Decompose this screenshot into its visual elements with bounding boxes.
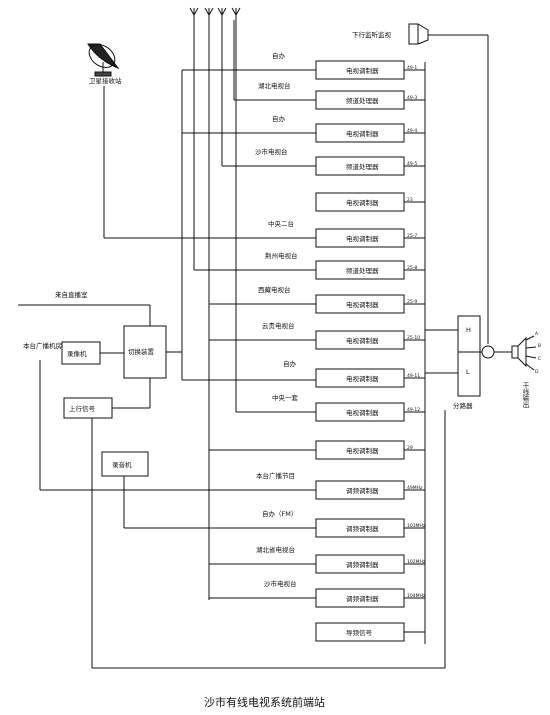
splitter-l: L bbox=[466, 368, 470, 376]
live-label: 来自直播室 bbox=[55, 290, 88, 299]
channel-number: 49-5 bbox=[407, 161, 417, 167]
channel-source-label: 自办 bbox=[272, 114, 286, 123]
channel-number: 49-1 bbox=[407, 65, 417, 71]
satellite-dish-icon bbox=[87, 43, 120, 77]
channel-box-label: 电视调制器 bbox=[346, 66, 379, 75]
trunk-port-d: D bbox=[535, 369, 539, 375]
channel-number: 29 bbox=[407, 445, 413, 451]
channel-box-label: 电视调制器 bbox=[346, 198, 379, 207]
trunk-port-b: B bbox=[538, 343, 541, 349]
channel-box-label: 导频信号 bbox=[346, 628, 373, 637]
splitter-box bbox=[457, 315, 481, 397]
tape-recorder-box bbox=[101, 451, 149, 477]
channel-number: 25-7 bbox=[407, 233, 417, 239]
channel-source-label: 湖北电视台 bbox=[258, 81, 291, 90]
channel-source-label: 自办 bbox=[272, 51, 286, 60]
monitor-label: 下行监听监视 bbox=[352, 30, 392, 39]
switcher-label: 切换装置 bbox=[128, 347, 155, 356]
output-amplifier-icon bbox=[481, 345, 495, 359]
channel-source-label: 沙市电视台 bbox=[255, 147, 288, 156]
channel-source-label: 自办 bbox=[283, 359, 297, 368]
channel-source-label: 沙市电视台 bbox=[264, 579, 297, 588]
recorder-label: 录像机 bbox=[67, 349, 87, 358]
channel-source-label: 自办（FM） bbox=[262, 509, 297, 518]
channel-number: 23 bbox=[407, 197, 413, 203]
channel-number: 25-9 bbox=[407, 299, 417, 305]
channel-box-label: 电视调制器 bbox=[346, 336, 379, 345]
channel-box-label: 电视调制器 bbox=[346, 129, 379, 138]
uplink-label: 上行信号 bbox=[69, 404, 96, 413]
channel-number: 104MHz bbox=[407, 593, 426, 599]
channel-box-label: 调频调制器 bbox=[346, 594, 379, 603]
channel-number: 25-10 bbox=[407, 335, 420, 341]
channel-box-label: 频道处理器 bbox=[346, 96, 379, 105]
trunk-speaker-icon bbox=[511, 335, 537, 371]
channel-number: 103MHz bbox=[407, 523, 426, 529]
tape-recorder-label: 录音机 bbox=[112, 460, 132, 469]
channel-box-label: 电视调制器 bbox=[346, 374, 379, 383]
channel-box-label: 调频调制器 bbox=[346, 486, 379, 495]
satellite-label: 卫星接收站 bbox=[89, 76, 122, 85]
channel-source-label: 中央一套 bbox=[272, 393, 299, 402]
page-title: 沙市有线电视系统前端站 bbox=[204, 695, 325, 709]
channel-box-label: 调频调制器 bbox=[346, 524, 379, 533]
channel-number: 49-4 bbox=[407, 128, 417, 134]
channel-box-label: 频道处理器 bbox=[346, 266, 379, 275]
channel-box-label: 调频调制器 bbox=[346, 560, 379, 569]
channel-number: 102MHz bbox=[407, 559, 426, 565]
switcher-box bbox=[123, 325, 167, 379]
channel-number: 49MHz bbox=[407, 485, 423, 491]
channel-box-label: 电视调制器 bbox=[346, 300, 379, 309]
monitor-speaker-icon bbox=[408, 23, 489, 344]
trunk-label: 干线输出 bbox=[521, 382, 529, 410]
channel-source-label: 云贵电视台 bbox=[262, 321, 295, 330]
channel-source-label: 湖北省电视台 bbox=[256, 545, 295, 554]
studio-label: 本台广播机房 bbox=[23, 341, 62, 350]
splitter-h: H bbox=[466, 326, 471, 334]
channel-number: 49-12 bbox=[407, 407, 420, 413]
splitter-label: 分路器 bbox=[453, 401, 473, 410]
channel-box-label: 电视调制器 bbox=[346, 408, 379, 417]
channel-box-label: 电视调制器 bbox=[346, 234, 379, 243]
channel-source-label: 中央二台 bbox=[268, 219, 294, 228]
channel-number: 49-11 bbox=[407, 373, 420, 379]
channel-source-label: 本台广播节目 bbox=[256, 471, 295, 480]
trunk-port-a: A bbox=[535, 331, 539, 337]
channel-box-label: 电视调制器 bbox=[346, 446, 379, 455]
trunk-port-c: C bbox=[538, 356, 541, 362]
channel-number: 25-8 bbox=[407, 265, 417, 271]
channel-box-label: 频道处理器 bbox=[346, 162, 379, 171]
channel-source-label: 荆州电视台 bbox=[265, 251, 298, 260]
channel-number: 49-3 bbox=[407, 95, 417, 101]
channel-source-label: 西藏电视台 bbox=[258, 285, 291, 294]
